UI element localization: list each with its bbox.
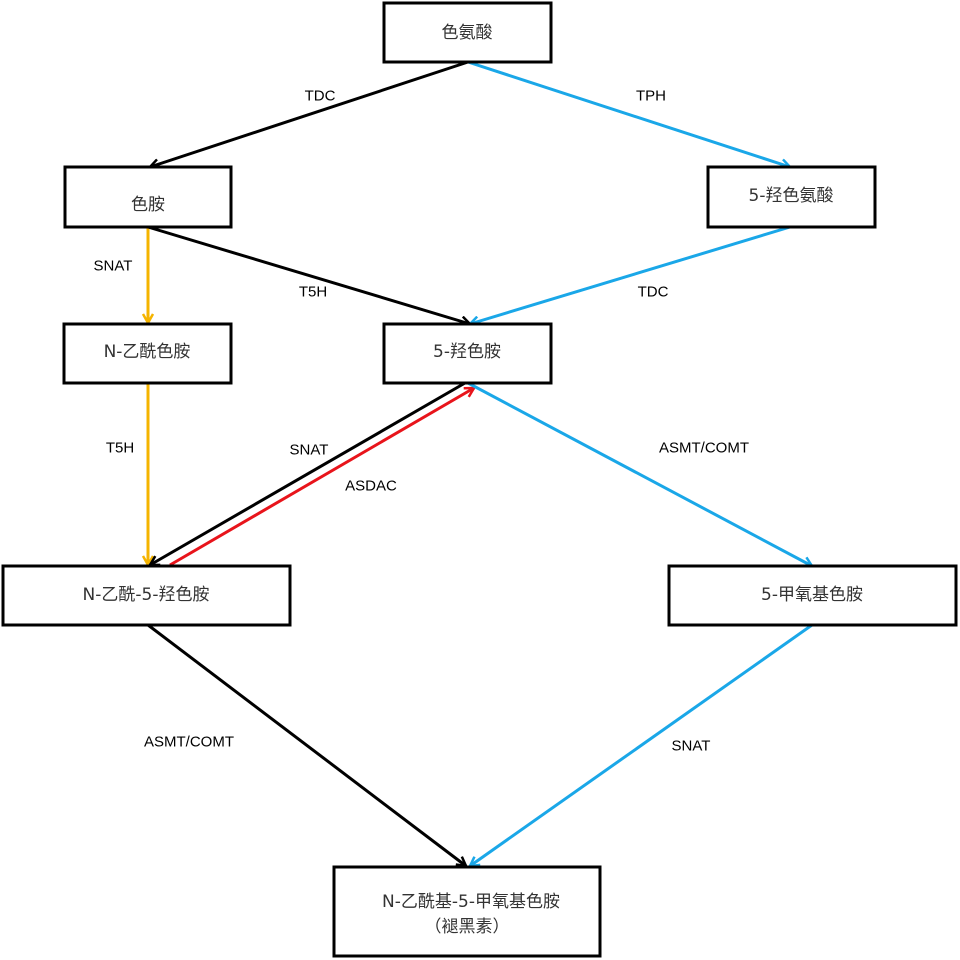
label-t5h-1: T5H — [299, 284, 327, 301]
node-melatonin-sublabel: （褪黑素） — [425, 917, 510, 937]
label-tdc-1: TDC — [305, 88, 336, 105]
node-n-acetyltryptamine-label: N-乙酰色胺 — [104, 342, 191, 362]
edges — [147, 60, 813, 866]
edge-asmt-comt-2 — [147, 623, 466, 866]
node-methoxytryptamine: 5-甲氧基色胺 — [667, 564, 958, 627]
edge-labels: TDC TPH SNAT T5H TDC T5H SNAT ASDAC ASMT… — [94, 88, 749, 755]
node-serotonin: 5-羟色胺 — [382, 322, 553, 385]
edge-tdc-1 — [150, 60, 469, 167]
label-asmt-comt-2: ASMT/COMT — [144, 734, 234, 751]
edge-t5h-1 — [147, 225, 470, 324]
node-n-acetyltryptamine: N-乙酰色胺 — [62, 322, 233, 385]
edge-tph — [467, 60, 790, 167]
edge-asdac — [169, 386, 474, 567]
node-melatonin: N-乙酰基-5-甲氧基色胺 （褪黑素） — [332, 865, 602, 958]
node-methoxytryptamine-label: 5-甲氧基色胺 — [761, 585, 863, 605]
edge-tdc-2 — [470, 225, 791, 324]
node-hydroxytryptophan: 5-羟色氨酸 — [706, 165, 877, 229]
node-serotonin-label: 5-羟色胺 — [433, 342, 501, 362]
label-tdc-2: TDC — [638, 284, 669, 301]
node-tryptamine-label: 色胺 — [131, 195, 165, 215]
edge-snat-3 — [470, 623, 813, 866]
edge-asmt-comt-1 — [467, 381, 812, 566]
label-snat-3: SNAT — [672, 738, 711, 755]
label-t5h-2: T5H — [106, 440, 134, 457]
label-asdac: ASDAC — [345, 478, 397, 495]
node-n-acetylserotonin-label: N-乙酰-5-羟色胺 — [83, 585, 210, 605]
label-snat-1: SNAT — [94, 258, 133, 275]
edge-snat-2 — [150, 381, 466, 567]
node-tryptophan: 色氨酸 — [382, 1, 553, 64]
label-snat-2: SNAT — [290, 442, 329, 459]
node-n-acetylserotonin: N-乙酰-5-羟色胺 — [1, 564, 292, 627]
node-hydroxytryptophan-label: 5-羟色氨酸 — [749, 186, 834, 206]
node-melatonin-label: N-乙酰基-5-甲氧基色胺 — [382, 892, 560, 912]
label-tph: TPH — [636, 88, 666, 105]
node-tryptamine: 色胺 — [63, 165, 233, 229]
node-tryptophan-label: 色氨酸 — [442, 23, 493, 43]
label-asmt-comt-1: ASMT/COMT — [659, 440, 749, 457]
